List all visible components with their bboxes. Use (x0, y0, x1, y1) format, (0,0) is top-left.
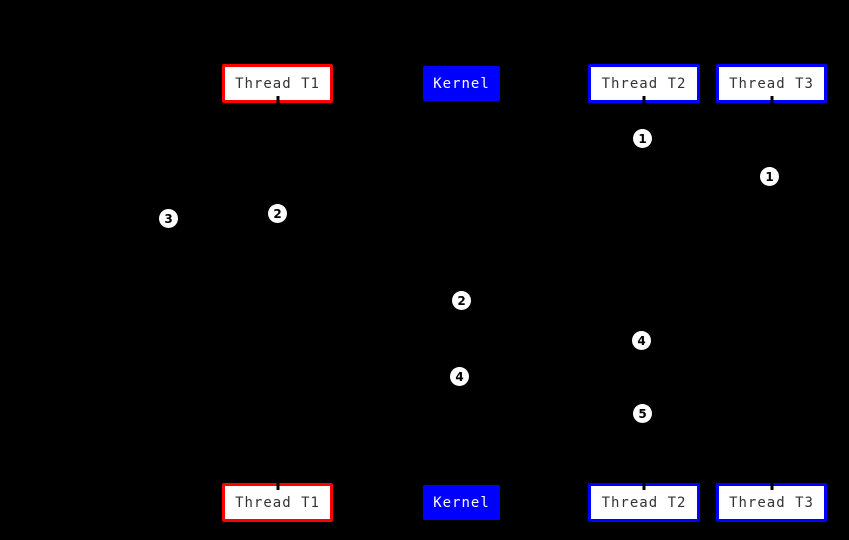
step-marker: 4 (450, 367, 469, 386)
participant-box-thread-t1-bottom: Thread T1 (222, 483, 333, 522)
participant-label: Thread T3 (729, 494, 814, 511)
participant-box-kernel-bottom: Kernel (423, 485, 500, 520)
step-marker: 1 (760, 167, 779, 186)
step-marker: 3 (159, 209, 178, 228)
participant-box-kernel-top: Kernel (423, 66, 500, 101)
participant-box-thread-t1-top: Thread T1 (222, 64, 333, 103)
participant-label: Thread T3 (729, 75, 814, 92)
participant-label: Thread T2 (601, 494, 687, 511)
step-marker: 2 (452, 291, 471, 310)
participant-label: Kernel (433, 494, 490, 511)
participant-label: Thread T1 (235, 75, 320, 92)
step-marker: 1 (633, 129, 652, 148)
step-marker: 5 (633, 404, 652, 423)
participant-box-thread-t2-bottom: Thread T2 (588, 483, 700, 522)
participant-box-thread-t3-top: Thread T3 (716, 64, 827, 103)
participant-label: Kernel (433, 75, 490, 92)
participant-label: Thread T1 (235, 494, 320, 511)
participant-box-thread-t2-top: Thread T2 (588, 64, 700, 103)
participant-box-thread-t3-bottom: Thread T3 (716, 483, 827, 522)
step-marker: 2 (268, 204, 287, 223)
step-marker: 4 (632, 331, 651, 350)
participant-label: Thread T2 (601, 75, 687, 92)
